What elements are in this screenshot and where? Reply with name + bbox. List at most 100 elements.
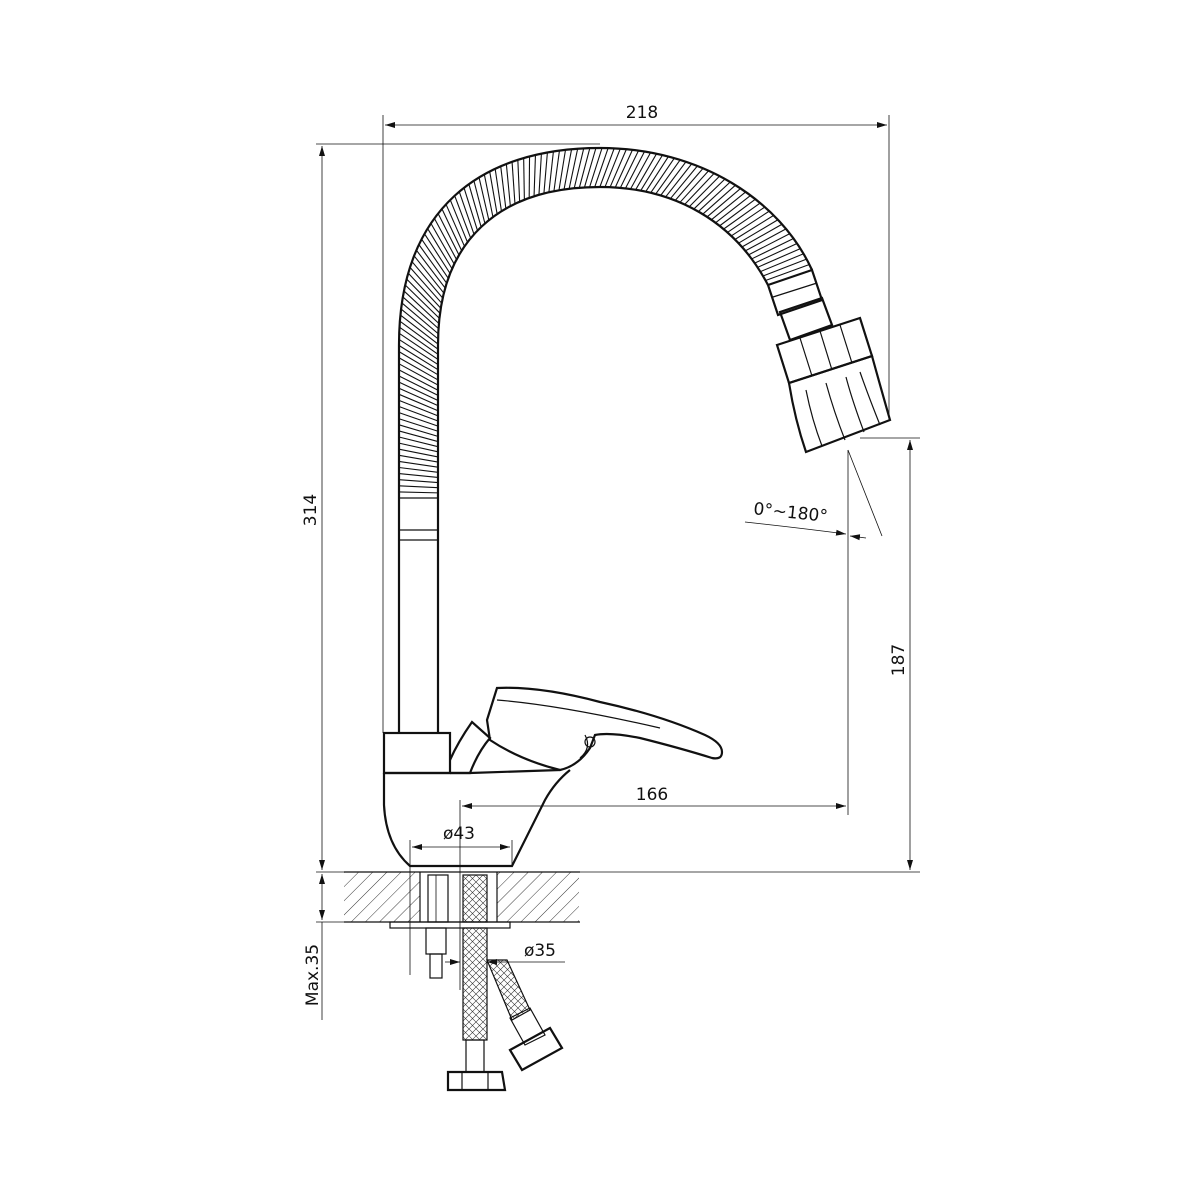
hose-rib (604, 148, 621, 188)
hose-rib (468, 184, 482, 228)
hose-rib (407, 272, 442, 309)
hose-rib (489, 171, 498, 215)
hose-rib (418, 244, 448, 284)
hose-rib (745, 228, 787, 252)
hose-rib (478, 177, 490, 221)
hose-rib (398, 357, 439, 381)
dim-hole-diameter: ø35 (524, 941, 556, 961)
hose-rib (757, 248, 801, 268)
hose-rib (754, 242, 798, 264)
hose-rib (693, 178, 726, 210)
hose-rib (688, 175, 720, 208)
hose-rib (548, 151, 554, 193)
hose-rib (400, 314, 439, 345)
hose-rib (427, 228, 453, 270)
hose-rib (398, 454, 439, 463)
countertop (344, 871, 580, 923)
hose-rib (635, 153, 658, 191)
extension-lines (316, 115, 920, 990)
hose-rib (398, 345, 439, 371)
hose-rib (398, 412, 439, 427)
hose-rib (500, 166, 507, 209)
hose-rib (734, 214, 774, 240)
hose-rib (398, 381, 439, 401)
dim-spout-reach: 166 (636, 785, 668, 805)
hose-rib (399, 320, 439, 350)
hose-rib (421, 238, 449, 279)
hose-rib (517, 159, 521, 202)
hose-rib (563, 149, 573, 190)
hose-rib (398, 369, 439, 391)
dim-rotation-angle: 0°~180° (752, 499, 828, 527)
hose-rib (723, 202, 761, 230)
hose-rib (679, 170, 710, 203)
hose-rib (719, 198, 756, 227)
hose-rib (411, 261, 444, 299)
dim-base-diameter: ø43 (443, 824, 475, 844)
hose-rib (400, 308, 439, 340)
hose-rib (398, 448, 439, 458)
hose-rib (433, 218, 458, 260)
hose-rib (398, 460, 439, 468)
hose-rib (424, 233, 451, 274)
hose-rib (441, 208, 463, 251)
hose-rib (398, 351, 439, 376)
dim-overall-height: 314 (301, 494, 321, 526)
hose-rib (409, 266, 443, 304)
hose-rib (702, 184, 736, 215)
hose-rib (741, 223, 783, 248)
hose-rib (765, 263, 810, 282)
hose-rib (398, 393, 439, 412)
hose-rib (403, 290, 440, 324)
hose-rib (762, 258, 807, 277)
hose-rib (463, 187, 479, 231)
hose-rib (748, 233, 791, 256)
hose-rib (523, 158, 525, 200)
hose-rib (594, 147, 609, 188)
hose-rib (655, 159, 681, 195)
hose-rib (398, 436, 439, 448)
hose-rib (483, 174, 494, 218)
hose-rib (398, 338, 439, 366)
hose-rib (398, 442, 439, 453)
hose-rib (624, 151, 646, 189)
hose-rib (398, 399, 439, 417)
hose-rib (398, 479, 439, 484)
hose-rib (640, 154, 663, 191)
hose-rib (553, 150, 560, 192)
hose-rib (445, 204, 466, 247)
hose-rib (437, 213, 460, 256)
spout-tube (397, 497, 440, 733)
hose-rib (511, 161, 516, 204)
hose-rib (665, 163, 693, 198)
hose-rib (697, 181, 731, 212)
hose-rib (589, 147, 603, 188)
hose-rib (715, 195, 751, 224)
hose-rib (398, 485, 439, 489)
aerator-head (766, 268, 892, 454)
hose-rib (730, 210, 770, 237)
hose-rib (398, 473, 439, 479)
hose-rib (558, 149, 567, 191)
hose-rib (614, 149, 633, 188)
hose-rib (727, 206, 766, 233)
hose-rib (399, 326, 439, 355)
hose-rib (669, 165, 698, 200)
hose-rib (398, 430, 439, 443)
hose-rib (398, 332, 439, 360)
hose-rib (760, 253, 804, 273)
hose-rib (402, 296, 439, 330)
hose-rib (630, 152, 652, 190)
hose-rib (505, 163, 511, 207)
hose-rib (454, 195, 472, 239)
hose-rib (751, 238, 794, 260)
hose-rib (413, 255, 445, 294)
hose-rib (415, 249, 446, 289)
hose-rib (609, 149, 627, 188)
hose-rib (449, 199, 469, 243)
hose-rib (674, 167, 704, 201)
hose-rib (458, 191, 475, 235)
hose-rib (398, 466, 439, 473)
hose-rib (706, 188, 741, 218)
hose-rib (398, 387, 439, 407)
